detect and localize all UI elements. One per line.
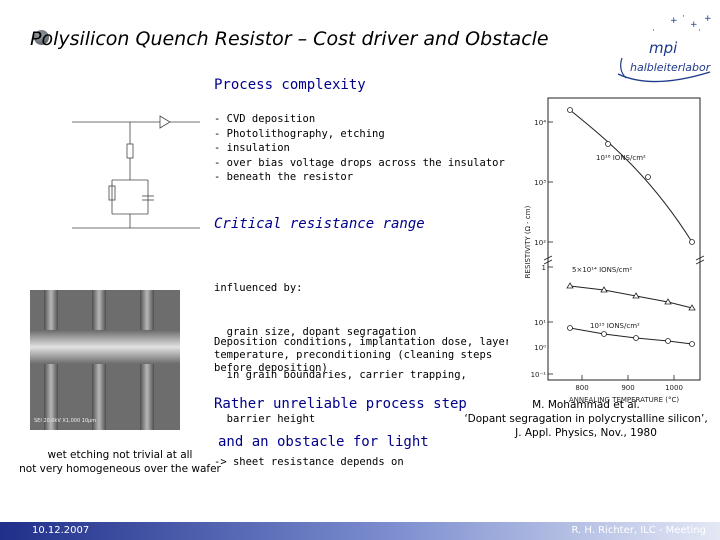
curve-annotation: 5×10¹⁴ IONS/cm² [572, 266, 632, 274]
logo-swirl-icon [617, 57, 711, 83]
x-axis-label: ANNEALING TEMPERATURE (°C) [569, 396, 680, 404]
citation-line: J. Appl. Physics, Nov., 1980 [515, 427, 657, 439]
xtick-label: 800 [575, 384, 588, 392]
ytick-label: 1 [542, 264, 546, 272]
deposition-text: Deposition conditions, implantation dose… [214, 336, 508, 375]
title-bullet-icon [34, 30, 49, 45]
caption-line: not very homogeneous over the wafer [19, 463, 221, 475]
circuit-diagram [72, 115, 200, 229]
star-icon: · [652, 26, 655, 36]
heading-process-complexity: Process complexity [214, 77, 366, 93]
sem-caption: wet etching not trivial at all not very … [10, 448, 230, 476]
text-line: -> sheet resistance depends on [214, 456, 404, 468]
star-icon: + [670, 16, 678, 26]
footer-author: R. H. Richter, ILC - Meeting [571, 525, 706, 536]
curve-1e15 [569, 327, 693, 345]
text-line: barrier height [214, 412, 316, 425]
xtick-label: 900 [621, 384, 634, 392]
heading-unreliable: Rather unreliable process step [214, 396, 467, 412]
text-line: temperature, preconditioning (cleaning s… [214, 349, 493, 361]
text-line: grain size, dopant segragation [214, 325, 417, 338]
star-icon: + [704, 14, 712, 24]
ytick-label: 10⁰ [534, 344, 546, 352]
ytick-label: 10³ [534, 179, 546, 187]
list-item: - over bias voltage drops across the ins… [214, 156, 505, 169]
logo-text-mpi: mpi [649, 39, 678, 57]
text-line: Deposition conditions, implantation dose… [214, 336, 508, 348]
logo-text-halbleiterlabor: halbleiterlabor [630, 61, 711, 74]
ytick-label: 10⁻¹ [531, 371, 547, 379]
mpi-logo: + · + + · · mpi halbleiterlabor [612, 12, 716, 92]
ytick-label: 10⁴ [534, 119, 546, 127]
text-line: in grain boundaries, carrier trapping, [214, 369, 467, 381]
list-item: - insulation [214, 142, 290, 154]
caption-line: wet etching not trivial at all [47, 449, 193, 461]
sem-image: SEI 20.0kV X1,000 10μm [30, 290, 180, 430]
reference-citation: M. Mohammad et al. ‘Dopant segragation i… [452, 398, 720, 440]
process-complexity-list: - CVD deposition - Photolithography, etc… [214, 112, 505, 185]
curve-annotation: 10¹⁶ IONS/cm² [596, 154, 646, 162]
text-line: before deposition) [214, 362, 328, 374]
y-axis-label: RESISTIVITY (Ω - cm) [524, 205, 532, 278]
citation-line: M. Mohammad et al. [532, 399, 640, 411]
sem-scale-text: SEI 20.0kV X1,000 10μm [34, 418, 97, 424]
heading-critical-resistance: Critical resistance range [214, 216, 425, 232]
ytick-label: 10¹ [534, 319, 546, 327]
star-icon: · [698, 26, 701, 36]
slide-title: Polysilicon Quench Resistor – Cost drive… [30, 28, 549, 50]
footer-date: 10.12.2007 [32, 525, 90, 536]
star-icon: · [682, 12, 685, 22]
citation-line: ‘Dopant segragation in polycrystalline s… [464, 413, 708, 425]
list-item: - Photolithography, etching [214, 127, 385, 140]
plot-frame [547, 97, 701, 381]
text-line: influenced by: [214, 282, 303, 294]
curve-1e16 [569, 109, 693, 243]
ytick-label: 10² [534, 239, 546, 247]
xtick-label: 1000 [665, 384, 683, 392]
list-item: - beneath the resistor [214, 171, 354, 183]
curve-annotation: 10¹⁵ IONS/cm² [590, 322, 640, 330]
heading-obstacle: and an obstacle for light [218, 434, 429, 450]
curve-5e14 [569, 285, 693, 309]
critical-resistance-text: influenced by: grain size, dopant segrag… [214, 252, 467, 484]
star-icon: + [690, 20, 698, 30]
footer-bar [0, 522, 720, 540]
list-item: - CVD deposition [214, 113, 316, 125]
resistivity-plot: 10⁴ 10³ 10² 1 10¹ 10⁰ 10⁻¹ 800 900 1000 … [524, 97, 705, 404]
